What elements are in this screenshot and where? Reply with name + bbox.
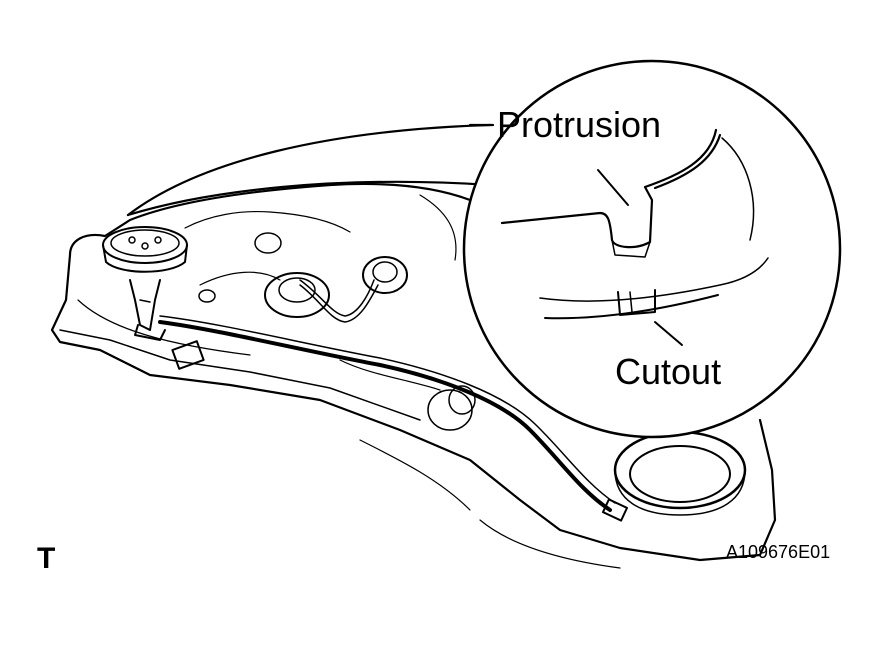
callout-cone [126,123,495,217]
figure-code-label: A109676E01 [726,542,830,562]
view-marker-label: T [37,542,55,575]
protrusion-label: Protrusion [497,104,661,145]
sub-tank-opening [613,430,747,516]
fuel-tube [299,279,379,323]
pump-bracket [129,279,205,370]
fuel-tank-body [50,182,777,569]
cutout-label: Cutout [615,351,721,392]
tank-bosses [198,232,476,431]
wire-harness [158,315,629,522]
detail-magnifier [462,59,842,439]
fuel-pump-gauge-ring [102,226,188,273]
